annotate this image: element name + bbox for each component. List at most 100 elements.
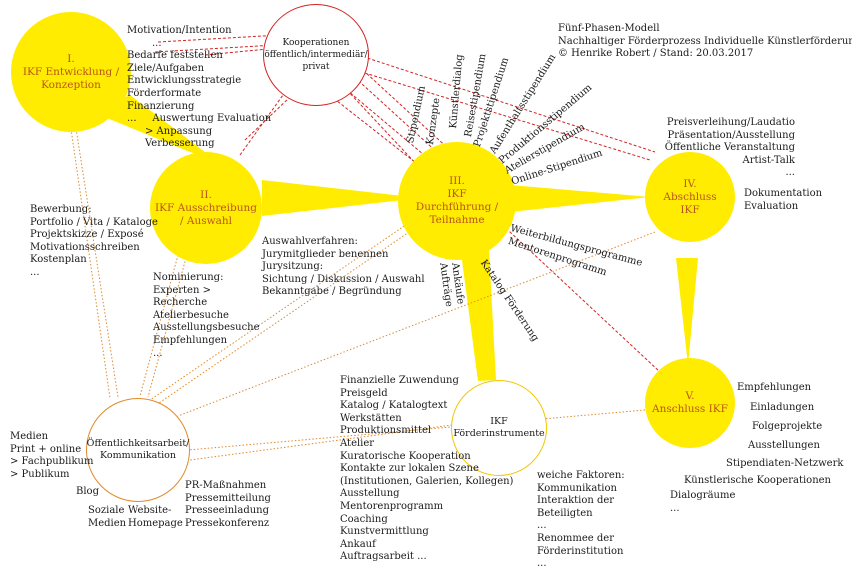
phase-1-label: I. IKF Entwicklung / Konzeption <box>23 53 119 92</box>
oeffentlichkeit-subtitle: Kommunikation <box>100 450 176 461</box>
note-line: PR-Maßnahmen <box>185 480 267 491</box>
auswahl-notes: Auswahlverfahren: Jurymitglieder benenne… <box>262 236 425 299</box>
anschluss-item: Ausstellungen <box>748 440 820 451</box>
note-line: Entwicklungsstrategie <box>127 75 242 87</box>
foerderinstrumente-title: IKF <box>490 416 508 427</box>
header-line: Nachhaltiger Förderprozess Individuelle … <box>558 35 852 47</box>
foerderinstrumente-circle: IKF Förderinstrumente <box>451 380 547 476</box>
social-media-label: Soziale Medien <box>88 505 126 530</box>
note-line: Jurysitzung: <box>262 261 324 273</box>
kooperationen-circle: Kooperationen öffentlich/intermediär/ pr… <box>263 4 369 106</box>
anschluss-item: Dialogräume <box>670 490 736 501</box>
note-line: ... <box>537 520 547 532</box>
note-line: Ziele/Aufgaben <box>127 62 205 74</box>
note-line: Pressekonferenz <box>185 517 270 529</box>
coop-line-p5 <box>494 217 661 373</box>
note-line: (Institutionen, Galerien, Kollegen) <box>340 475 514 487</box>
phase-5-number: V. <box>685 390 695 402</box>
bewerbung-notes: Bewerbung: Portfolio / Vita / Kataloge P… <box>30 204 158 280</box>
note-line: Auswahlverfahren: <box>262 236 358 247</box>
comm-line-p1a <box>69 121 111 399</box>
note-line: Finanzierung <box>127 100 195 112</box>
note-line: Katalog / Katalogtext <box>340 400 448 412</box>
phase-2-title: IKF Ausschreibung <box>155 201 257 214</box>
phase-1-subtitle: Konzeption <box>41 78 101 91</box>
coop-line-p4b <box>354 69 651 161</box>
website-label: Website- Homepage <box>128 505 183 530</box>
note-line: Mentorenprogramm <box>340 500 444 512</box>
note-line: Sichtung / Diskussion / Auswahl <box>262 273 425 285</box>
note-line: Kostenplan <box>30 254 87 266</box>
note-line: Projektskizze / Exposé <box>30 229 144 241</box>
note-line: Kunstvermittlung <box>340 526 429 538</box>
note-line: Recherche <box>153 297 208 309</box>
note-line: Nominierung: <box>153 272 224 283</box>
note-line: Bekanntgabe / Begründung <box>262 286 402 298</box>
phase-2-subtitle: / Auswahl <box>180 214 232 227</box>
phase-3-title: Durchführung / <box>415 201 499 213</box>
note-line: Print + online <box>10 443 82 455</box>
phase-3-title: IKF <box>447 188 467 200</box>
note-line: Ausstellung <box>340 488 400 500</box>
oeffentlichkeit-title: Öffentlichkeitsarbeit/ <box>86 438 190 449</box>
flow-wedge-3-4 <box>510 185 650 212</box>
phase-1-number: I. <box>67 52 75 65</box>
abschluss-docs: Dokumentation Evaluation <box>744 188 822 213</box>
note-line: Soziale <box>88 505 125 516</box>
kooperationen-line: öffentlich/intermediär/ <box>264 50 368 60</box>
note-line: Bewerbung: <box>30 204 92 215</box>
phase-2-number: II. <box>200 188 212 201</box>
anschluss-item: Einladungen <box>750 402 815 413</box>
header-line: © Henrike Robert / Stand: 20.03.2017 <box>558 48 754 60</box>
anschluss-item: Künstlerische Kooperationen <box>684 475 831 486</box>
note-line: ... <box>153 347 163 359</box>
note-line: Kontakte zur lokalen Szene <box>340 463 479 475</box>
comm-line-p2b <box>147 257 187 398</box>
phase-3-subtitle: Teilnahme <box>429 214 485 226</box>
note-line: Jurymitglieder benennen <box>262 248 389 260</box>
note-line: Evaluation <box>744 200 799 212</box>
note-line: weiche Faktoren: <box>537 470 625 481</box>
kooperationen-line: privat <box>302 62 330 72</box>
header-block: Fünf-Phasen-Modell Nachhaltiger Förderpr… <box>558 23 852 61</box>
note-line: Beteiligten <box>537 507 593 519</box>
comm-line-p1b <box>74 121 119 398</box>
instrumente-list: Finanzielle Zuwendung Preisgeld Katalog … <box>340 375 513 564</box>
note-line: > Fachpublikum <box>10 456 94 468</box>
phase-3-label: III. IKF Durchführung / Teilnahme <box>416 175 498 227</box>
phase-1-notes: Motivation/Intention ... Bedarfe festste… <box>127 25 271 151</box>
comm-line-p5 <box>187 409 646 451</box>
note-line: Förderformate <box>127 87 202 99</box>
phase-4-circle: IV. Abschluss IKF <box>645 152 735 242</box>
anschluss-item: ... <box>670 503 680 514</box>
note-line: Pressemitteilung <box>185 492 271 504</box>
note-line: Coaching <box>340 513 388 525</box>
note-line: Homepage <box>128 517 183 529</box>
note-line: Ankauf <box>340 538 376 550</box>
note-line: Portfolio / Vita / Kataloge <box>30 216 158 228</box>
kooperationen-label: Kooperationen öffentlich/intermediär/ pr… <box>264 37 367 73</box>
flow-wedge-3-instr <box>458 230 496 381</box>
note-line: ... Auswertung Evaluation <box>127 113 272 125</box>
note-line: Werkstätten <box>340 412 402 424</box>
phase-3-circle: III. IKF Durchführung / Teilnahme <box>398 142 516 260</box>
note-line: Kommunikation <box>537 482 617 494</box>
note-line: Produktionsmittel <box>340 425 432 437</box>
anschluss-item: Empfehlungen <box>737 382 812 393</box>
flow-wedge-1-2 <box>92 95 222 165</box>
note-line: Artist-Talk <box>742 154 795 166</box>
flow-wedge-4-5 <box>676 258 698 365</box>
note-line: ... <box>785 167 795 179</box>
note-line: Preisverleihung/Laudatio <box>666 117 795 128</box>
comm-line-p4 <box>177 231 656 417</box>
note-line: Öffentliche Veranstaltung <box>664 142 795 154</box>
phase-5-title: Anschluss IKF <box>652 403 728 415</box>
phase-3-number: III. <box>449 175 465 187</box>
note-line: > Anpassung <box>145 125 213 137</box>
weiche-faktoren: weiche Faktoren: Kommunikation Interakti… <box>537 470 625 571</box>
note-line: Verbesserung <box>145 138 215 150</box>
note-line: Ausstellungsbesuche <box>153 322 260 334</box>
note-line: Medien <box>10 431 49 442</box>
note-line: Empfehlungen <box>153 334 228 346</box>
note-line: Bedarfe feststellen <box>127 50 223 62</box>
